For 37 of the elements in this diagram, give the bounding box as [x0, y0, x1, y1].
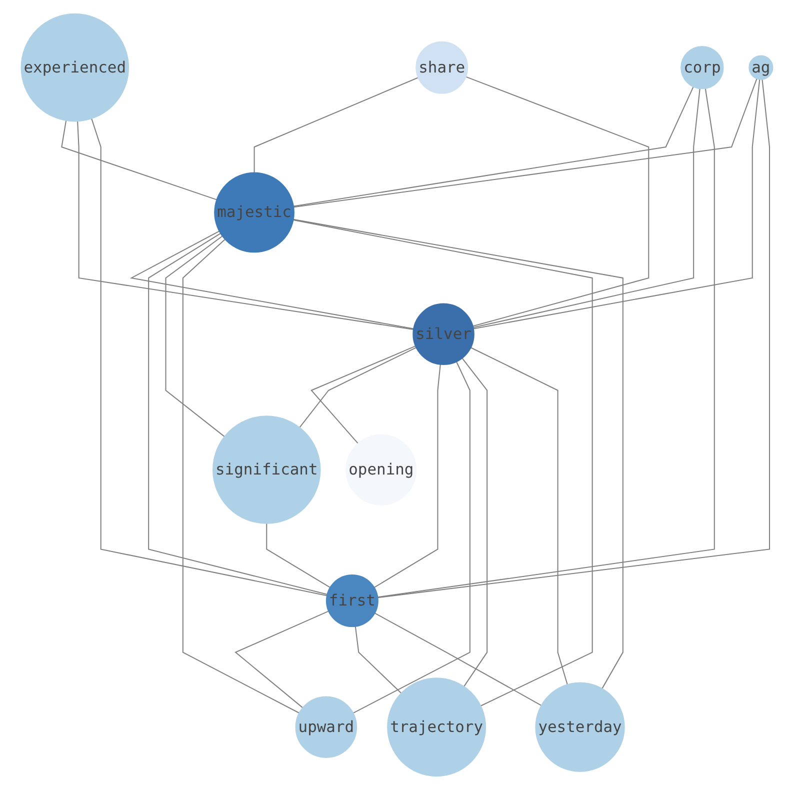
edge-line: [61, 120, 217, 200]
edge-line: [378, 88, 715, 598]
word-node: experienced: [20, 13, 130, 122]
word-node: opening: [346, 434, 417, 506]
edge-line: [77, 121, 414, 330]
word-node: yesterday: [535, 682, 625, 772]
edge-line: [473, 88, 700, 328]
word-node: majestic: [214, 172, 294, 253]
edge-line: [374, 364, 441, 588]
edge-line: [374, 612, 542, 706]
word-node: ag: [748, 55, 774, 80]
edge-line: [354, 626, 402, 694]
edge-line: [378, 79, 770, 598]
edge-line: [182, 238, 300, 714]
edge-line: [352, 362, 470, 714]
edge-line: [470, 347, 568, 685]
edge-line: [299, 347, 416, 428]
word-node: significant: [212, 416, 321, 524]
edge-line: [466, 76, 650, 327]
edge-line: [473, 79, 760, 330]
edge-line: [234, 610, 329, 708]
word-node: corp: [680, 46, 724, 90]
edge-line: [165, 236, 225, 437]
edge-line: [91, 118, 327, 596]
edge-line: [148, 232, 328, 595]
word-node: silver: [412, 303, 474, 366]
word-node: trajectory: [387, 678, 486, 777]
edge-line: [293, 86, 694, 207]
edge-line: [462, 358, 488, 687]
edge-line: [266, 524, 330, 588]
edge-line: [310, 346, 416, 444]
edge-line: [294, 78, 758, 208]
word-node: first: [326, 574, 378, 627]
edge-line: [130, 230, 414, 330]
word-node: upward: [295, 696, 358, 758]
word-node: share: [416, 41, 468, 94]
edge-line: [254, 77, 418, 173]
